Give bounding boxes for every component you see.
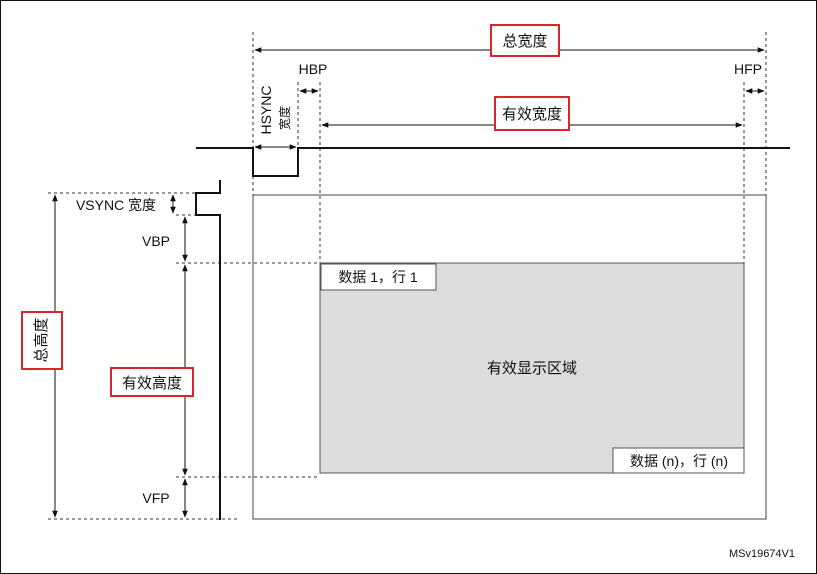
hsync-width-label: 宽度 (277, 106, 292, 130)
vertical-guides (252, 32, 767, 263)
data-last-box (612, 447, 745, 474)
total-width-label: 总宽度 (502, 33, 547, 50)
reference-code: MSv19674V1 (729, 548, 795, 560)
hbp-label: HBP (299, 61, 328, 77)
vsync-width-label: VSYNC 宽度 (76, 197, 156, 213)
active-display-area (319, 262, 745, 474)
active-height-highlight (110, 367, 194, 397)
horizontal-guides (48, 192, 320, 520)
hfp-label: HFP (734, 61, 762, 77)
vfp-label: VFP (142, 490, 169, 506)
data-first-box (320, 263, 437, 291)
total-height-highlight (21, 311, 63, 370)
total-height-label: 总高度 (33, 317, 50, 362)
hsync-label: HSYNC (258, 85, 274, 134)
total-frame-rect (252, 194, 767, 520)
active-width-label: 有效宽度 (502, 106, 562, 123)
total-width-highlight (490, 24, 560, 57)
active-area-label: 有效显示区域 (487, 360, 577, 377)
active-height-label: 有效高度 (122, 375, 182, 392)
hsync-signal-line (196, 147, 790, 177)
data-last-label: 数据 (n)，行 (n) (630, 453, 728, 469)
data-first-label: 数据 1，行 1 (338, 269, 418, 285)
active-width-highlight (494, 96, 570, 131)
vsync-signal-line (195, 180, 221, 520)
vbp-label: VBP (142, 233, 170, 249)
